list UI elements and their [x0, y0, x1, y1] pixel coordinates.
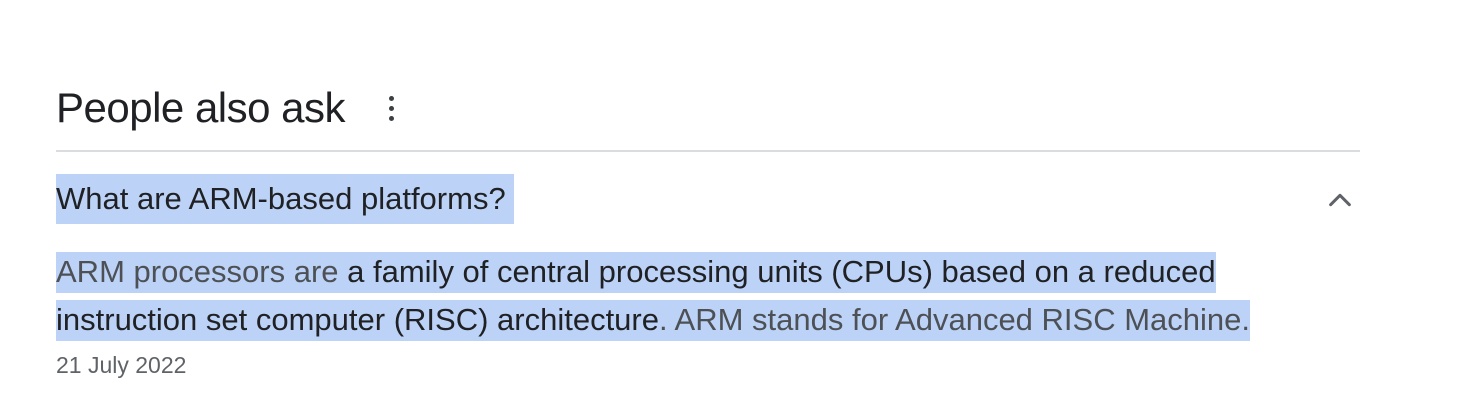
chevron-up-icon[interactable] — [1326, 186, 1354, 214]
paa-divider — [56, 150, 1360, 152]
answer-line: ARM processors are a family of central p… — [56, 248, 1336, 296]
more-options-dot — [388, 95, 394, 101]
answer-suffix: . ARM stands for Advanced RISC Machine. — [659, 300, 1250, 341]
more-options-dot — [388, 115, 394, 121]
answer-prefix: ARM processors are — [56, 252, 348, 293]
paa-header: People also ask — [56, 80, 407, 136]
paa-question-text: What are ARM-based platforms? — [56, 174, 514, 224]
answer-date: 21 July 2022 — [56, 352, 187, 378]
more-options-button[interactable] — [375, 88, 407, 128]
paa-answer: ARM processors are a family of central p… — [56, 248, 1336, 344]
answer-line: instruction set computer (RISC) architec… — [56, 296, 1336, 344]
answer-highlight: a family of central processing units (CP… — [347, 252, 1216, 293]
paa-question-row[interactable]: What are ARM-based platforms? — [56, 174, 1360, 224]
answer-highlight: instruction set computer (RISC) architec… — [56, 300, 659, 341]
more-options-dot — [388, 105, 394, 111]
paa-title: People also ask — [56, 84, 346, 131]
